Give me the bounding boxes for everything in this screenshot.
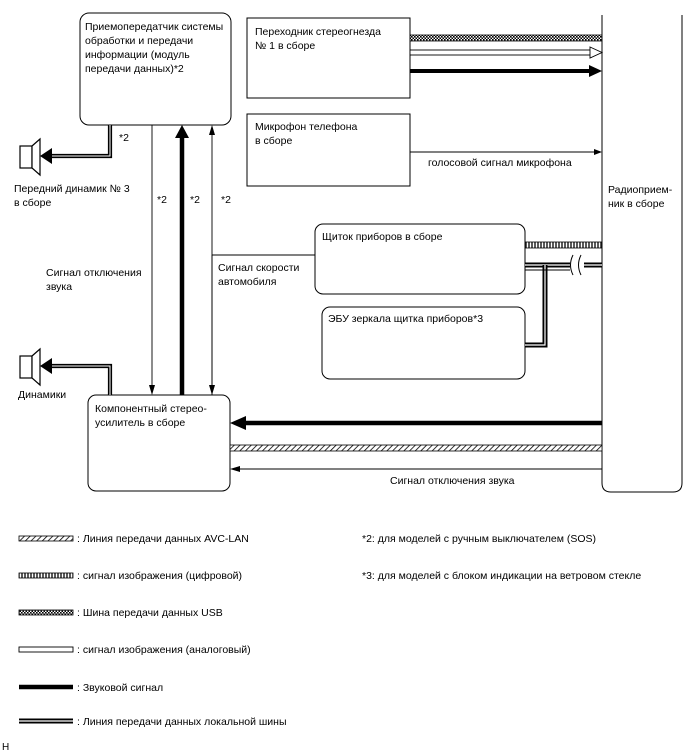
stereo-jack-label-2: № 1 в сборе [255,40,315,52]
legend-swatch-usb [18,609,74,616]
mic-signal-label: голосовой сигнал микрофона [428,157,572,169]
vehicle-speed-line [209,254,315,395]
legend-label-video-digital: : сигнал изображения (цифровой) [77,570,242,582]
front-speaker-label-2: в сборе [14,197,51,209]
amplifier-label-2: усилитель в сборе [95,417,185,429]
vehicle-speed-label-1: Сигнал скорости [218,262,299,274]
amp-to-transceiver-audio [175,125,189,395]
mute-bottom-label: Сигнал отключения звука [390,475,515,487]
ecu-mirror-label: ЭБУ зеркала щитка приборов*3 [328,313,483,325]
mute-bottom-line [230,466,602,472]
analog-video-line [409,46,604,59]
star2-label-a: *2 [157,194,167,206]
legend-swatch-avc-lan [18,535,74,542]
audio-line-jack [410,65,602,77]
corner-code: H [2,742,9,753]
front-speaker-icon [19,137,41,177]
avc-lan-line [229,444,603,452]
combination-meter-box: Щиток приборов в сборе [314,223,526,295]
microphone-label-1: Микрофон телефона [255,121,358,133]
radio-label-1: Радиоприем- [608,184,673,196]
legend-swatch-video-digital [18,572,74,579]
mute-left-label-2: звука [46,281,72,293]
stereo-jack-label-1: Переходник стереогнезда [255,26,381,38]
amplifier-label-1: Компонентный стерео- [95,403,207,415]
front-speaker-audio-line [40,125,113,164]
microphone-label-2: в сборе [255,135,292,147]
speakers-label: Динамики [18,389,66,401]
transceiver-label-4: передачи данных)*2 [85,63,184,75]
transceiver-label-2: обработки и передачи [85,35,193,47]
vehicle-speed-label-2: автомобиля [218,276,276,288]
transceiver-box: Приемопередатчик системы обработки и пер… [79,12,232,126]
star2-label-b: *2 [190,194,200,206]
front-speaker-label-1: Передний динамик № 3 [14,183,130,195]
local-bus-lines [525,254,602,348]
speakers-audio-line [40,358,113,395]
legend-label-audio: : Звуковой сигнал [77,682,163,694]
combination-meter-label: Щиток приборов в сборе [322,231,443,243]
legend-label-local-bus: : Линия передачи данных локальной шины [77,716,287,728]
legend-label-video-analog: : сигнал изображения (аналоговый) [77,644,251,656]
legend: : Линия передачи данных AVC-LAN : сигнал… [18,533,641,728]
amplifier-box: Компонентный стерео- усилитель в сборе [87,394,231,492]
star2-label-front: *2 [119,132,129,144]
radio-receiver-box: Радиоприем- ник в сборе [601,15,683,493]
microphone-box: Микрофон телефона в сборе [246,113,411,187]
stereo-jack-box: Переходник стереогнезда № 1 в сборе [246,17,411,99]
transceiver-label-1: Приемопередатчик системы [85,21,223,33]
mute-left-label-1: Сигнал отключения [46,267,142,279]
usb-line [409,34,603,42]
digital-video-line [524,241,603,249]
transceiver-label-3: информации (модуль [85,49,190,61]
legend-swatch-video-analog [18,646,74,653]
mic-signal-line [410,149,602,155]
legend-note-2: *2: для моделей с ручным выключателем (S… [362,533,596,545]
ecu-mirror-box: ЭБУ зеркала щитка приборов*3 [321,306,526,380]
legend-label-usb: : Шина передачи данных USB [77,607,223,619]
radio-to-amp-audio [230,416,602,430]
radio-label-2: ник в сборе [608,198,665,210]
transceiver-to-amp-line [149,125,155,395]
legend-label-avc-lan: : Линия передачи данных AVC-LAN [77,533,249,545]
legend-note-3: *3: для моделей с блоком индикации на ве… [362,570,641,582]
star2-label-c: *2 [221,194,231,206]
speakers-icon [19,347,41,387]
